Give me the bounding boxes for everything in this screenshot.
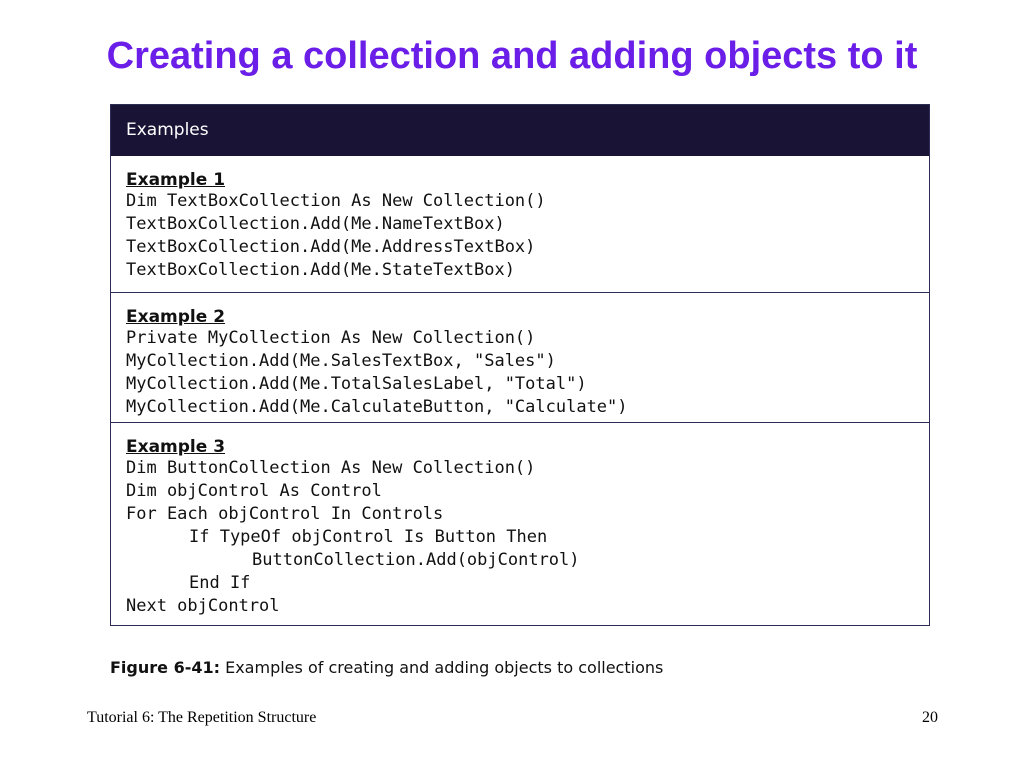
examples-box: Examples Example 1 Dim TextBoxCollection… (110, 104, 930, 626)
figure-label: Figure 6-41: (110, 658, 221, 677)
code-line: MyCollection.Add(Me.CalculateButton, "Ca… (126, 397, 628, 417)
example-2-heading: Example 2 (126, 307, 226, 327)
code-line: Dim ButtonCollection As New Collection() (126, 458, 536, 478)
code-line: Dim TextBoxCollection As New Collection(… (126, 191, 546, 211)
code-line: If TypeOf objControl Is Button Then (189, 527, 548, 547)
code-line: For Each objControl In Controls (126, 504, 444, 524)
example-2-section: Example 2 Private MyCollection As New Co… (111, 292, 929, 422)
code-line: MyCollection.Add(Me.SalesTextBox, "Sales… (126, 351, 556, 371)
code-line: ButtonCollection.Add(objControl) (252, 550, 580, 570)
figure-caption: Figure 6-41: Examples of creating and ad… (110, 657, 663, 679)
example-1-heading: Example 1 (126, 170, 226, 190)
code-line: TextBoxCollection.Add(Me.StateTextBox) (126, 260, 515, 280)
examples-header: Examples (111, 105, 929, 156)
page-number: 20 (922, 709, 938, 726)
code-line: Dim objControl As Control (126, 481, 382, 501)
code-line: TextBoxCollection.Add(Me.NameTextBox) (126, 214, 505, 234)
figure-caption-text: Examples of creating and adding objects … (220, 658, 664, 677)
code-line: TextBoxCollection.Add(Me.AddressTextBox) (126, 237, 536, 257)
example-3-heading: Example 3 (126, 437, 226, 457)
slide-title: Creating a collection and adding objects… (106, 35, 918, 77)
code-line: Private MyCollection As New Collection() (126, 328, 536, 348)
code-line: MyCollection.Add(Me.TotalSalesLabel, "To… (126, 374, 587, 394)
code-line: End If (189, 573, 251, 593)
code-line: Next objControl (126, 596, 280, 616)
example-3-section: Example 3 Dim ButtonCollection As New Co… (111, 422, 929, 625)
footer-tutorial-title: Tutorial 6: The Repetition Structure (87, 709, 317, 726)
example-1-section: Example 1 Dim TextBoxCollection As New C… (111, 156, 929, 292)
